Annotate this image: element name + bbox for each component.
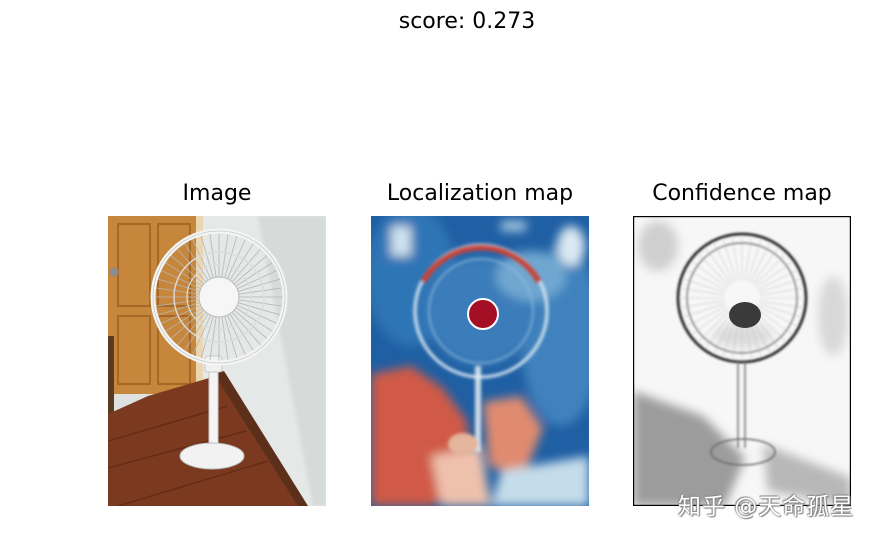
grille-line xyxy=(237,270,278,290)
grille-line xyxy=(238,299,283,307)
grille-line xyxy=(238,302,281,316)
panel-image xyxy=(108,216,326,506)
grille-line xyxy=(231,248,262,283)
panel-title-image: Image xyxy=(182,181,252,206)
grille-line xyxy=(209,316,217,361)
grille-line xyxy=(238,287,283,295)
grille-line xyxy=(221,316,229,361)
panel-title-confidence: Confidence map xyxy=(652,181,832,206)
grille-line xyxy=(238,278,281,292)
figure-suptitle: score: 0.273 xyxy=(398,9,536,34)
grille-line xyxy=(200,235,214,278)
localization-peak xyxy=(467,298,499,330)
grille-line xyxy=(164,262,203,287)
axes-border xyxy=(633,216,851,506)
fan-photo xyxy=(108,216,326,506)
grille-line xyxy=(184,242,209,281)
fan xyxy=(150,228,288,470)
grille-line xyxy=(157,278,200,292)
grille-line xyxy=(157,302,200,316)
grille-line xyxy=(176,248,207,283)
grille-line xyxy=(209,233,217,278)
baseboard xyxy=(214,371,308,506)
grille-line xyxy=(155,287,200,295)
grille-line xyxy=(164,307,203,332)
grille-line xyxy=(192,315,212,356)
grille-line xyxy=(160,304,201,324)
grille-line xyxy=(226,315,246,356)
panel-confidence-map xyxy=(633,216,851,506)
grille-line xyxy=(233,309,268,340)
fan-base xyxy=(179,442,245,470)
fan-hub xyxy=(198,276,240,318)
grille-line xyxy=(237,304,278,324)
grille-line xyxy=(184,313,209,352)
grille-line xyxy=(200,316,214,359)
grille-line xyxy=(224,235,238,278)
watermark: 知乎 @天命孤星 xyxy=(678,494,855,520)
grille-line xyxy=(233,254,268,285)
grille-line xyxy=(224,316,238,359)
grille-line xyxy=(170,309,205,340)
grille-line xyxy=(192,238,212,279)
grille-line xyxy=(231,311,262,346)
door-handle xyxy=(109,267,119,277)
panel-localization-map xyxy=(371,216,589,506)
grille-line xyxy=(235,307,274,332)
grille-line xyxy=(176,311,207,346)
grille-line xyxy=(229,313,254,352)
grille-line xyxy=(235,262,274,287)
grille-line xyxy=(155,299,200,307)
floor xyxy=(108,371,308,506)
confidence-heatmap xyxy=(633,216,851,506)
grille-line xyxy=(226,238,246,279)
panel-title-localization: Localization map xyxy=(386,181,574,206)
localization-heatmap xyxy=(371,216,589,506)
grille-line xyxy=(221,233,229,278)
grille-line xyxy=(229,242,254,281)
confidence-dark-center xyxy=(729,302,761,328)
grille-line xyxy=(170,254,205,285)
grille-line xyxy=(160,270,201,290)
